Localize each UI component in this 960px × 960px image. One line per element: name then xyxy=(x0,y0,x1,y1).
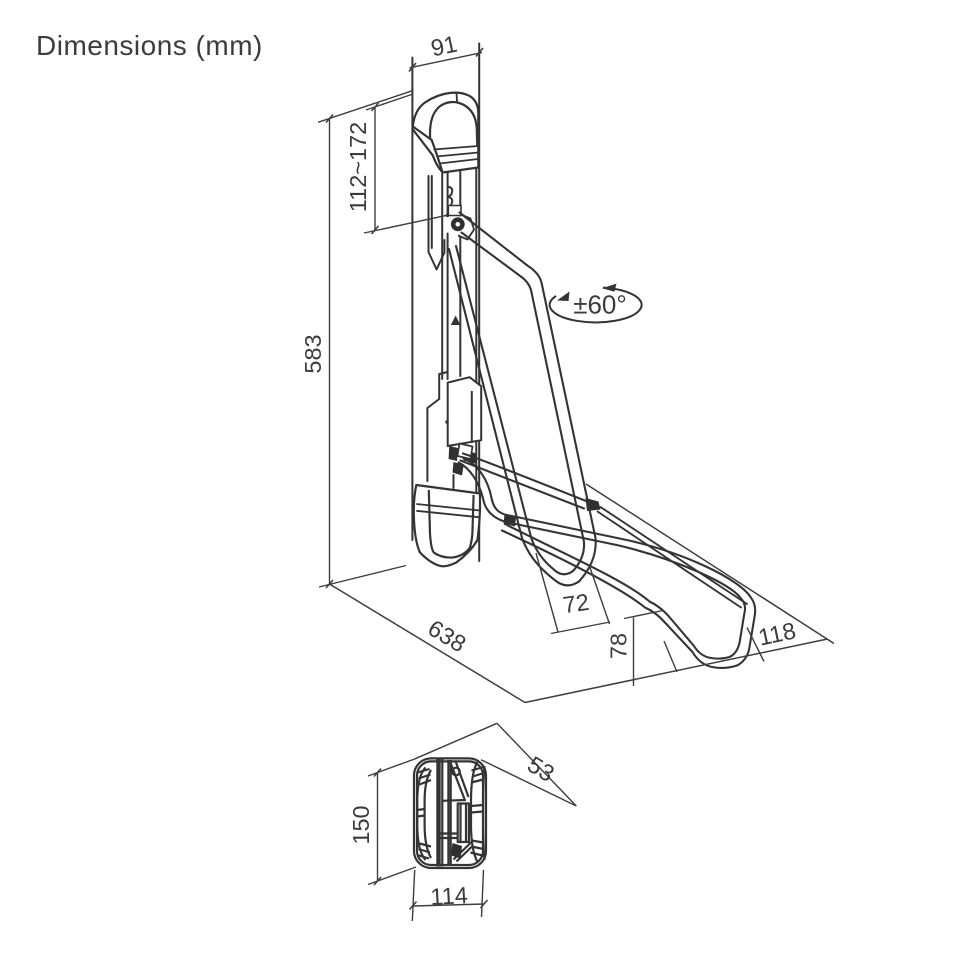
svg-text:112~172: 112~172 xyxy=(345,122,371,212)
svg-text:583: 583 xyxy=(300,334,326,373)
svg-text:118: 118 xyxy=(756,617,798,650)
svg-text:72: 72 xyxy=(561,589,591,618)
svg-text:638: 638 xyxy=(423,615,470,657)
svg-text:114: 114 xyxy=(430,882,469,910)
svg-text:±60°: ±60° xyxy=(573,290,627,320)
svg-text:Dimensions (mm): Dimensions (mm) xyxy=(36,30,263,61)
svg-text:150: 150 xyxy=(348,805,374,844)
svg-text:78: 78 xyxy=(606,633,632,659)
svg-text:91: 91 xyxy=(429,31,460,62)
